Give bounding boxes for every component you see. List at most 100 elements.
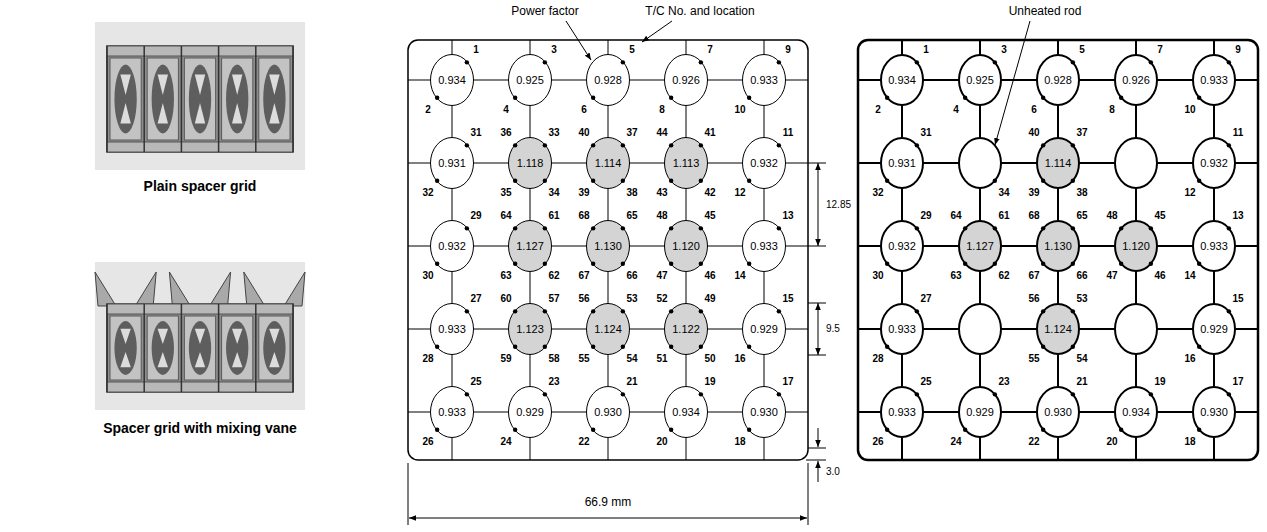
unheated-rod (959, 138, 1001, 188)
rod-circle (587, 221, 630, 272)
spring-window (263, 65, 285, 134)
thermocouple-dot (1227, 309, 1231, 313)
extension-line (808, 246, 826, 247)
power-factor: 1.114 (1045, 157, 1072, 169)
thermocouple-number: 7 (707, 44, 713, 56)
thermocouple-number: 37 (626, 127, 637, 139)
thermocouple-number: 62 (998, 270, 1009, 282)
grid-strap (107, 46, 293, 152)
power-factor: 0.933 (438, 323, 466, 335)
mixing-vane (284, 272, 305, 306)
spring-window (226, 65, 248, 134)
thermocouple-number: 43 (656, 187, 667, 199)
thermocouple-dot (885, 95, 889, 99)
thermocouple-number: 60 (500, 293, 511, 305)
spring-window (263, 321, 285, 375)
power-factor: 1.130 (594, 240, 622, 252)
thermocouple-number: 56 (1028, 293, 1039, 305)
dimple (269, 329, 279, 344)
extension-line (808, 448, 826, 449)
leader-line (642, 21, 672, 42)
thermocouple-number: 11 (783, 127, 794, 139)
dimple (158, 74, 168, 95)
thermocouple-number: 50 (704, 353, 715, 365)
thermocouple-dot (621, 309, 625, 313)
dimension-label: 12.85 (826, 199, 851, 211)
thermocouple-number: 18 (1184, 436, 1195, 448)
grid-strap (107, 304, 293, 392)
thermocouple-dot (699, 178, 703, 182)
thermocouple-number: 63 (500, 270, 511, 282)
thermocouple-dot (915, 309, 919, 313)
thermocouple-number: 59 (500, 353, 511, 365)
power-factor: 0.934 (888, 74, 916, 86)
rod: 0.928 (1036, 54, 1080, 106)
thermocouple-dot (699, 392, 703, 396)
dimple (269, 352, 279, 367)
rod: 0.934 (1114, 386, 1158, 438)
thermocouple-number: 64 (500, 210, 511, 222)
thermocouple-dot (699, 261, 703, 265)
thermocouple-number: 29 (470, 210, 481, 222)
rod: 0.934 (880, 54, 924, 106)
thermocouple-dot (621, 344, 625, 348)
thermocouple-dot (1149, 60, 1153, 64)
extension-line (808, 163, 826, 164)
rod-circle (587, 55, 630, 106)
power-factor: 0.926 (672, 74, 700, 86)
power-factor: 1.113 (673, 157, 700, 169)
strap-band (107, 142, 293, 152)
spring-window (226, 321, 248, 375)
thermocouple-number: 39 (578, 187, 589, 199)
thermocouple-dot (1227, 143, 1231, 147)
power-factor: 0.929 (1200, 323, 1228, 335)
thermocouple-dot (747, 261, 751, 265)
rod-bundle (408, 40, 808, 460)
thermocouple-number: 36 (500, 127, 511, 139)
thermocouple-dot (747, 344, 751, 348)
thermocouple-dot (669, 226, 673, 230)
thermocouple-dot (1197, 427, 1201, 431)
thermocouple-number: 8 (659, 104, 665, 116)
thermocouple-dot (669, 95, 673, 99)
thermocouple-number: 40 (578, 127, 589, 139)
thermocouple-dot (1227, 226, 1231, 230)
rod-circle (509, 138, 552, 189)
grid-cell (110, 316, 141, 380)
thermocouple-dot (885, 427, 889, 431)
heated-rod: 1.114 (1036, 137, 1080, 189)
thermocouple-dot (1197, 95, 1201, 99)
thermocouple-number: 65 (1076, 210, 1087, 222)
thermocouple-dot (963, 427, 967, 431)
thermocouple-dot (1071, 60, 1075, 64)
spring-window (189, 321, 211, 375)
heated-rod: 1.118 (508, 137, 552, 189)
thermocouple-number: 64 (950, 210, 961, 222)
rod-circle (509, 221, 552, 272)
rod-circle (665, 304, 708, 355)
power-factor: 1.124 (1044, 323, 1072, 335)
thermocouple-number: 8 (1109, 104, 1115, 116)
rod-circle (1193, 55, 1235, 105)
rod-bundle (858, 40, 1258, 460)
extension-line (808, 355, 826, 356)
thermocouple-number: 48 (656, 210, 667, 222)
thermocouple-number: 26 (422, 436, 433, 448)
grid-cell (222, 316, 253, 380)
thermocouple-dot (513, 143, 517, 147)
thermocouple-number: 24 (950, 436, 961, 448)
thermocouple-dot (513, 344, 517, 348)
heated-rod: 1.127 (958, 220, 1002, 272)
thermocouple-number: 20 (1106, 436, 1117, 448)
rod: 0.925 (508, 54, 552, 106)
rod-circle (1115, 387, 1157, 437)
thermocouple-number: 10 (1184, 104, 1195, 116)
thermocouple-number: 66 (1076, 270, 1087, 282)
grid-cell (184, 316, 215, 380)
power-factor: 0.933 (750, 240, 778, 252)
thermocouple-dot (591, 344, 595, 348)
thermocouple-dot (1071, 261, 1075, 265)
rod: 0.931 (880, 137, 924, 189)
housing (408, 40, 808, 460)
